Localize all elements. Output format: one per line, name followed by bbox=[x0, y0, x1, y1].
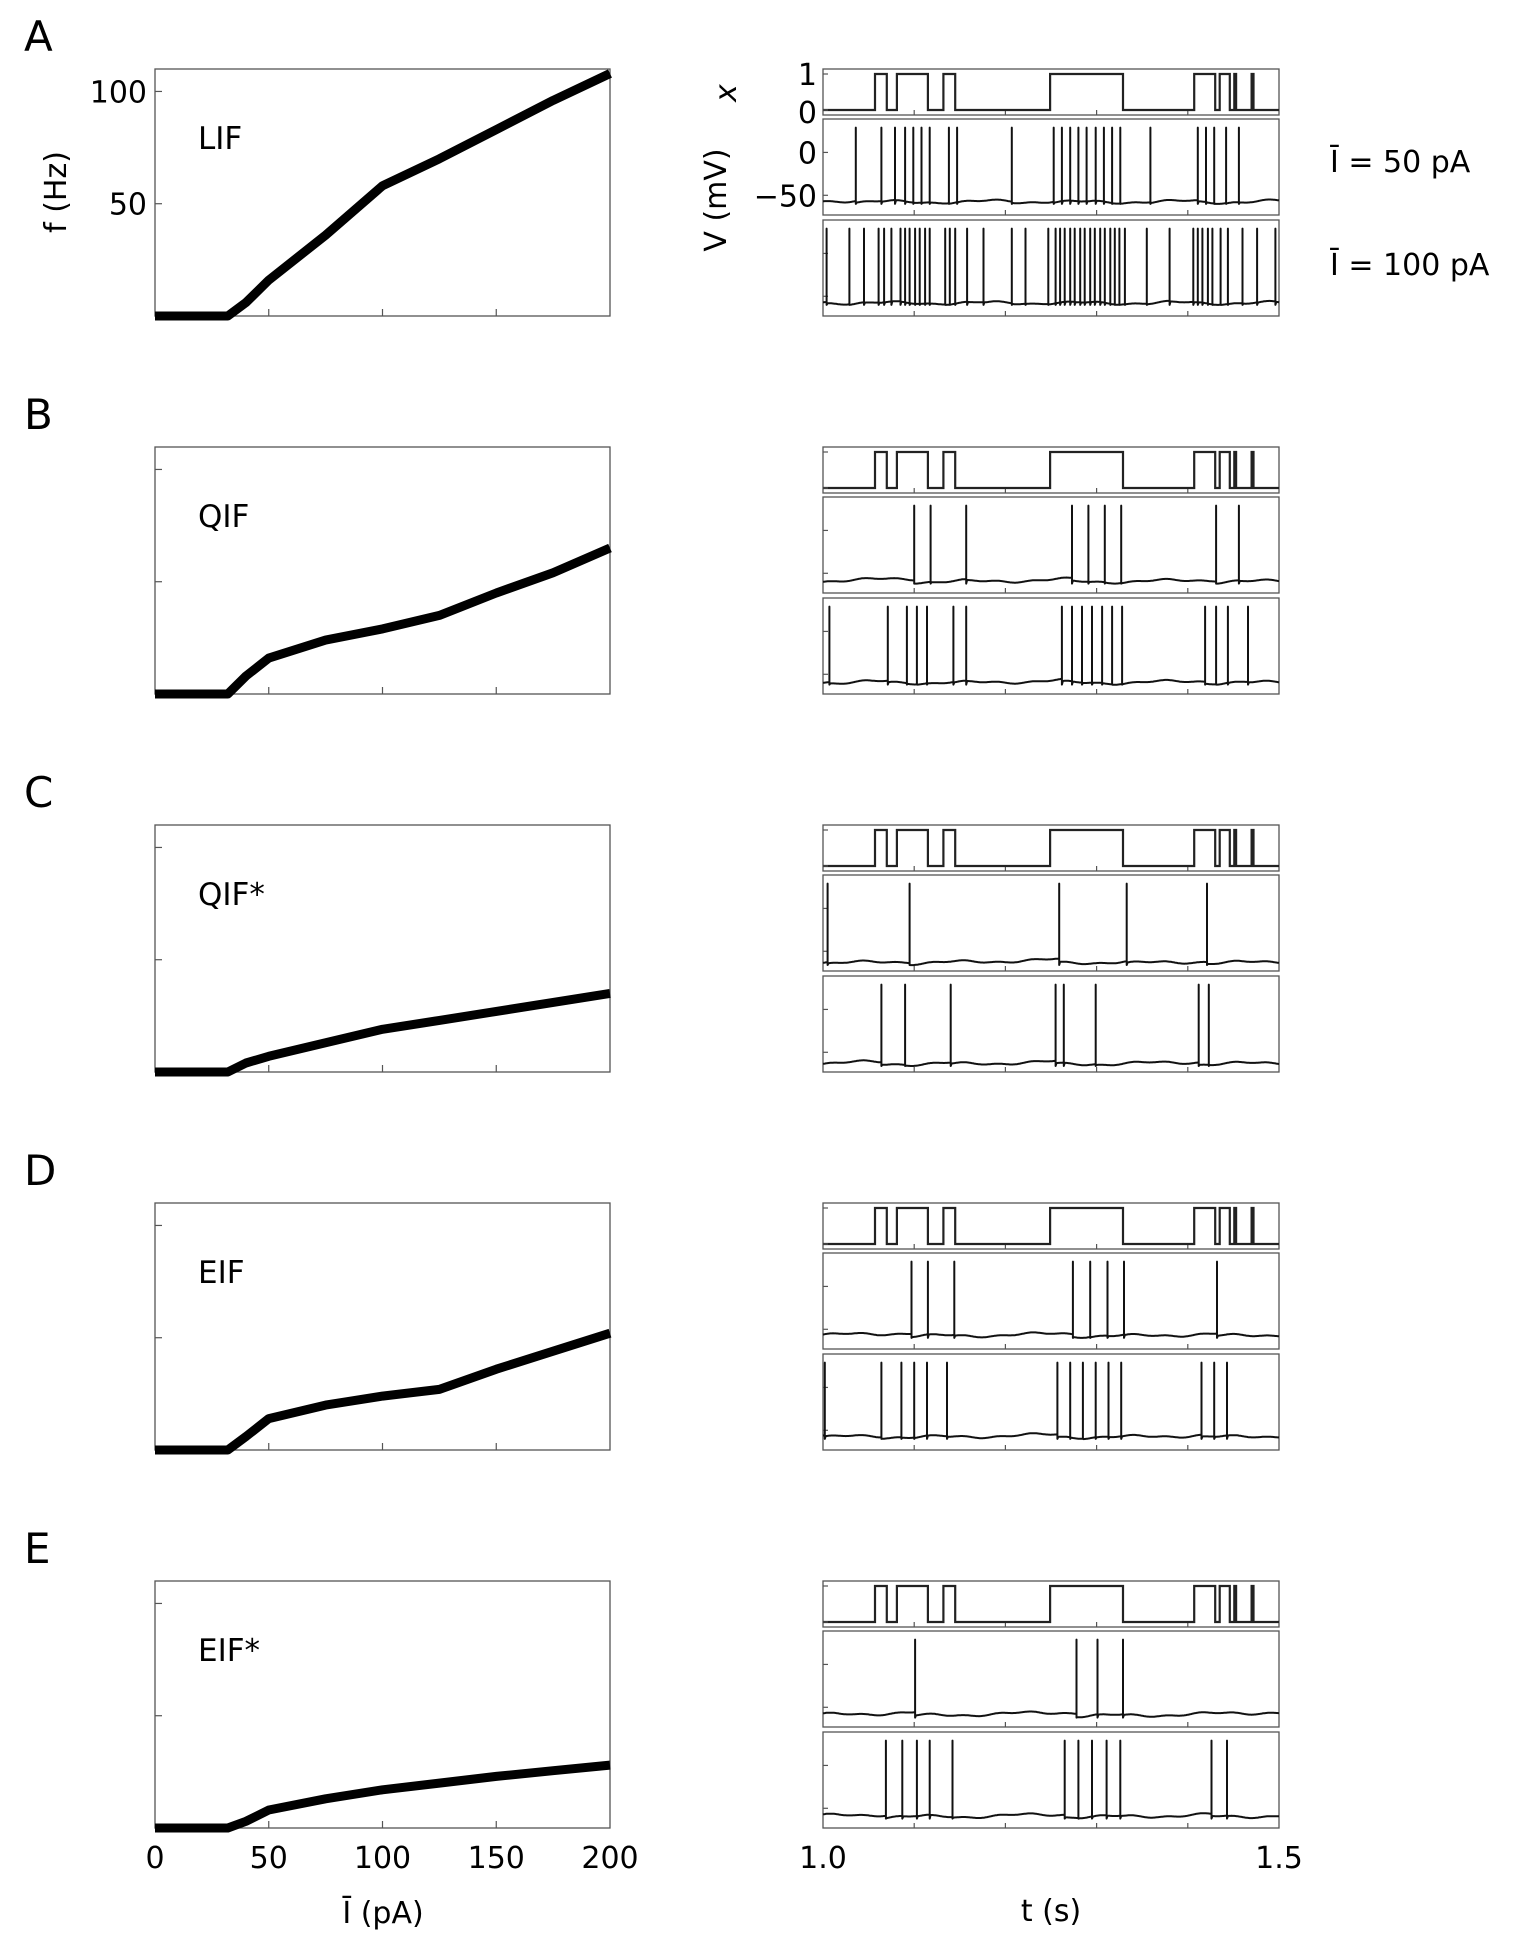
v-100pA-frame bbox=[822, 1353, 1280, 1451]
v-trace-50pA bbox=[822, 1260, 1280, 1339]
fi-curve-qif bbox=[155, 543, 612, 699]
x-signal-frame bbox=[822, 68, 1280, 116]
v-trace-100pA bbox=[822, 227, 1280, 306]
x-ytick-label: 0 bbox=[798, 96, 817, 131]
fi-xtick-label: 150 bbox=[468, 1841, 525, 1876]
v-trace-50pA bbox=[822, 882, 1280, 967]
fi-plot-frame bbox=[154, 1202, 611, 1451]
fi-x-axis-label: Ī (pA) bbox=[342, 1895, 423, 1931]
v-ytick-label: −50 bbox=[754, 179, 817, 214]
v-trace-100pA bbox=[822, 1361, 1280, 1441]
fi-xtick-label: 50 bbox=[250, 1841, 288, 1876]
fi-ytick-label: 50 bbox=[109, 188, 147, 223]
fi-xtick-label: 200 bbox=[581, 1841, 638, 1876]
v-100pA-frame bbox=[822, 975, 1280, 1073]
x-signal-frame bbox=[822, 824, 1280, 872]
f-axis-label: f (Hz) bbox=[39, 151, 74, 233]
x-signal-frame bbox=[822, 1202, 1280, 1250]
panel-C bbox=[154, 824, 1280, 1077]
fi-xtick-label: 100 bbox=[354, 1841, 411, 1876]
model-label: QIF* bbox=[198, 877, 265, 913]
panel-letter: A bbox=[24, 12, 53, 61]
x-signal-trace bbox=[823, 72, 1279, 112]
v-50pA-frame bbox=[822, 1630, 1280, 1728]
panel-E bbox=[154, 1580, 1280, 1833]
fi-xtick-label: 0 bbox=[145, 1841, 164, 1876]
fi-curve-eif bbox=[155, 1328, 612, 1455]
t-tick-label-end: 1.5 bbox=[1255, 1841, 1303, 1876]
v-axis-label: V (mV) bbox=[699, 148, 734, 251]
panel-letter: C bbox=[24, 768, 53, 817]
v-trace-100pA bbox=[822, 605, 1280, 686]
t-x-axis-label: t (s) bbox=[1021, 1894, 1081, 1929]
v-100pA-frame bbox=[822, 597, 1280, 695]
panel-B bbox=[154, 446, 1280, 699]
x-signal-trace bbox=[823, 1584, 1279, 1624]
x-signal-trace bbox=[823, 1206, 1279, 1246]
panel-D bbox=[154, 1202, 1280, 1455]
v-trace-50pA bbox=[822, 126, 1280, 205]
model-label: EIF bbox=[198, 1255, 245, 1291]
x-signal-trace bbox=[823, 828, 1279, 868]
current-label-100pA: Ī = 100 pA bbox=[1330, 247, 1490, 283]
model-label: LIF bbox=[198, 121, 242, 157]
x-signal-frame bbox=[822, 446, 1280, 494]
x-ytick-label: 1 bbox=[798, 58, 817, 93]
fi-plot-frame bbox=[154, 446, 611, 695]
current-label-50pA: Ī = 50 pA bbox=[1330, 144, 1471, 180]
v-50pA-frame bbox=[822, 874, 1280, 972]
model-label: QIF bbox=[198, 499, 249, 535]
panel-letter: B bbox=[24, 390, 53, 439]
v-100pA-frame bbox=[822, 1731, 1280, 1829]
model-label: EIF* bbox=[198, 1633, 260, 1669]
panel-letter: D bbox=[24, 1146, 56, 1195]
v-trace-100pA bbox=[822, 983, 1280, 1067]
v-trace-50pA bbox=[822, 504, 1280, 585]
v-100pA-frame bbox=[822, 219, 1280, 317]
t-tick-label-start: 1.0 bbox=[799, 1841, 847, 1876]
x-signal-frame bbox=[822, 1580, 1280, 1628]
fi-curve-eif* bbox=[155, 1760, 611, 1833]
panel-A bbox=[154, 68, 1280, 321]
fi-curve-lif bbox=[155, 69, 612, 321]
x-signal-trace bbox=[823, 450, 1279, 490]
fi-plot-frame bbox=[154, 824, 611, 1073]
v-ytick-label: 0 bbox=[798, 136, 817, 171]
v-50pA-frame bbox=[822, 496, 1280, 594]
fi-curve-qif* bbox=[155, 988, 611, 1077]
x-signal-axis-label: x bbox=[709, 84, 744, 103]
v-50pA-frame bbox=[822, 118, 1280, 216]
fi-ytick-label: 100 bbox=[90, 75, 147, 110]
panel-letter: E bbox=[24, 1524, 51, 1573]
v-50pA-frame bbox=[822, 1252, 1280, 1350]
v-trace-100pA bbox=[822, 1739, 1280, 1820]
v-trace-50pA bbox=[822, 1638, 1280, 1719]
